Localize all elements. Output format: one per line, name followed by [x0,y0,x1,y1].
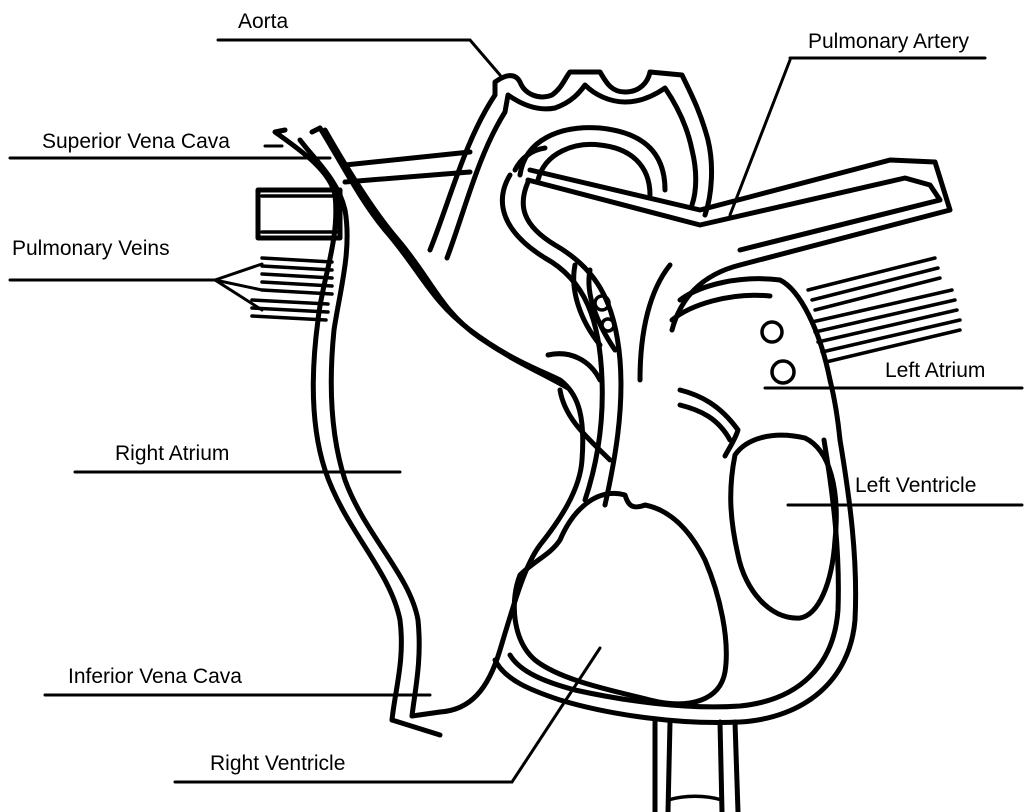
label-right-ventricle: Right Ventricle [210,752,345,775]
label-inferior-vena-cava: Inferior Vena Cava [68,665,242,688]
right-atrium-and-venae-cavae [275,128,583,735]
right-ventricle [514,493,726,703]
label-pulmonary-artery: Pulmonary Artery [808,30,970,53]
left-heart [495,265,856,723]
label-right-atrium: Right Atrium [115,442,229,465]
label-left-atrium: Left Atrium [885,359,985,382]
label-superior-vena-cava: Superior Vena Cava [42,130,230,153]
descending-aorta [655,722,738,812]
label-pulmonary-veins: Pulmonary Veins [12,237,170,260]
label-aorta: Aorta [238,10,289,33]
label-left-ventricle: Left Ventricle [855,474,976,497]
right-pulmonary-artery-branch [345,152,470,182]
left-pulmonary-veins [252,190,340,320]
right-pulmonary-veins [808,258,960,362]
aorta-arch [430,72,712,258]
